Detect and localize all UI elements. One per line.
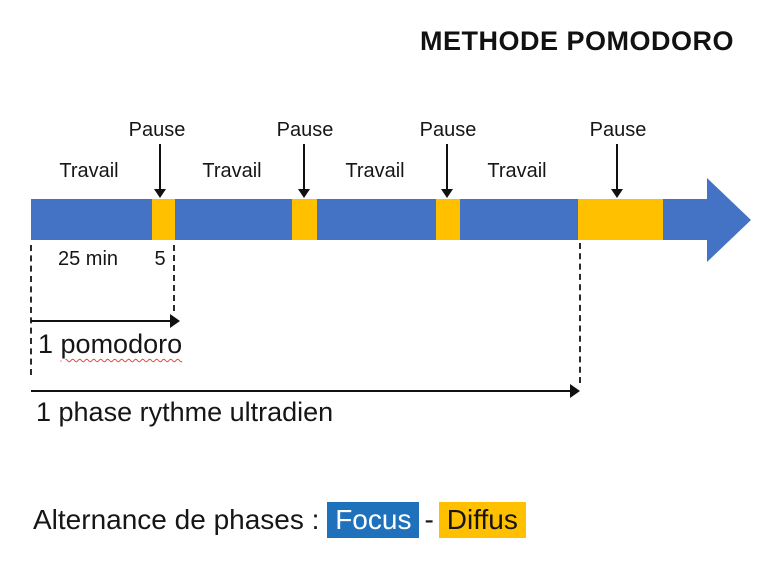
- pause-label: Pause: [589, 119, 647, 141]
- pomodoro-caption-word: pomodoro: [60, 329, 183, 359]
- focus-highlight: Focus: [327, 502, 420, 538]
- footer-prefix: Alternance de phases :: [33, 504, 320, 535]
- travail-label: Travail: [487, 160, 547, 182]
- travail-label: Travail: [202, 160, 262, 182]
- pause-pointer-arrow-icon: [611, 144, 623, 200]
- pomodoro-measure-arrowhead-icon: [170, 314, 180, 328]
- pause-label: Pause: [128, 119, 186, 141]
- travail-label: Travail: [59, 160, 119, 182]
- pause-pointer-arrow-icon: [298, 144, 310, 200]
- pomodoro-caption-prefix: 1: [38, 329, 61, 359]
- dashed-line-ultradian-end: [579, 243, 581, 383]
- pomodoro-measure-arrow: [31, 320, 171, 322]
- page-title: METHODE POMODORO: [420, 26, 735, 56]
- ultradian-measure-arrowhead-icon: [570, 384, 580, 398]
- footer-caption: Alternance de phases : Focus-Diffus: [33, 502, 526, 538]
- pause-segment-long: [578, 199, 663, 240]
- timeline-arrowhead-icon: [707, 178, 751, 262]
- pomodoro-caption: 1 pomodoro: [38, 329, 182, 360]
- footer-separator: -: [424, 504, 434, 535]
- travail-label: Travail: [345, 160, 405, 182]
- pause-label: Pause: [276, 119, 334, 141]
- diffus-highlight: Diffus: [438, 502, 526, 538]
- ultradian-measure-arrow: [31, 390, 571, 392]
- pause-segment: [292, 199, 317, 240]
- pause-segment: [436, 199, 460, 240]
- pause-pointer-arrow-icon: [154, 144, 166, 200]
- pause-segment: [152, 199, 175, 240]
- pause-pointer-arrow-icon: [441, 144, 453, 200]
- dashed-line-pomodoro-end: [173, 245, 175, 311]
- ultradian-caption: 1 phase rythme ultradien: [36, 397, 334, 427]
- pause-label: Pause: [419, 119, 477, 141]
- pause-duration-label: 5: [154, 248, 166, 270]
- work-duration-label: 25 min: [57, 248, 119, 270]
- dashed-line-start: [30, 245, 32, 375]
